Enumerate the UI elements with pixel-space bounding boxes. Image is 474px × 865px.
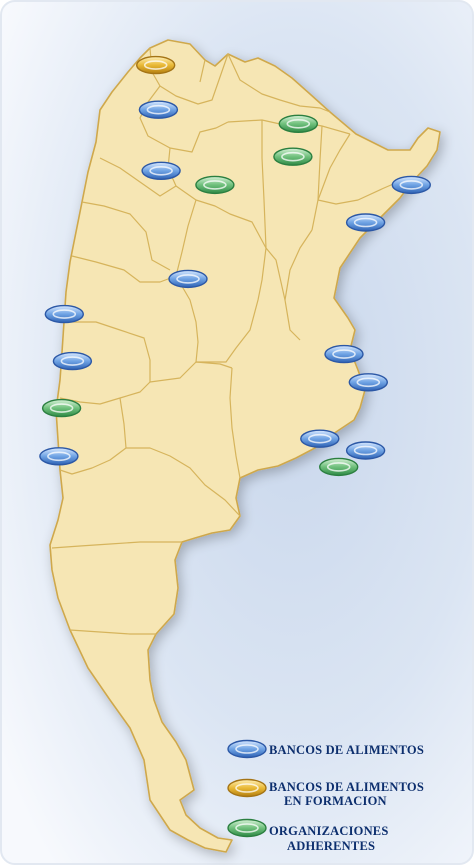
marker-highlight [203, 180, 227, 190]
marker-ellipse [135, 55, 176, 75]
map-marker-banco [345, 213, 386, 232]
marker-highlight [146, 104, 171, 115]
map-marker-banco [348, 373, 388, 392]
map-marker-formacion [135, 55, 176, 75]
map-marker-banco [39, 447, 79, 466]
legend-item-adherentes: ORGANIZACIONES ADHERENTES [227, 818, 389, 853]
legend-label-adherentes-1: ORGANIZACIONES [269, 824, 389, 838]
marker-ellipse [41, 398, 82, 418]
legend-label-bancos: BANCOS DE ALIMENTOS [269, 743, 424, 757]
marker-ellipse [141, 161, 181, 181]
marker-ellipse [348, 373, 388, 392]
marker-highlight [149, 166, 173, 176]
legend-label-formacion-2: EN FORMACION [284, 794, 387, 808]
map-marker-adherente [195, 175, 235, 195]
map-marker-adherente [41, 398, 82, 418]
map-marker-adherente [273, 147, 313, 166]
legend-item-bancos: BANCOS DE ALIMENTOS [227, 739, 424, 759]
map-marker-banco [52, 351, 93, 371]
legend-label-formacion-1: BANCOS DE ALIMENTOS [269, 780, 424, 794]
map-marker-adherente [319, 457, 359, 477]
marker-highlight [399, 180, 424, 190]
marker-highlight [356, 377, 381, 388]
marker-ellipse [319, 457, 359, 477]
marker-ellipse [39, 447, 79, 466]
legend-marker-adherente [227, 818, 267, 838]
legend-label-adherentes-2: ADHERENTES [287, 839, 375, 853]
map-marker-banco [141, 161, 181, 181]
map-marker-banco [391, 175, 431, 195]
marker-ellipse [391, 175, 431, 195]
legend-marker-formacion [227, 778, 267, 798]
markers-layer [39, 55, 431, 477]
marker-highlight [332, 349, 356, 359]
map-marker-adherente [278, 114, 318, 134]
marker-highlight [49, 403, 74, 413]
marker-ellipse [324, 344, 364, 364]
marker-highlight [286, 119, 311, 129]
marker-ellipse [345, 213, 386, 232]
map-marker-banco [44, 304, 85, 324]
marker-highlight [353, 445, 378, 456]
marker-ellipse [273, 147, 313, 166]
marker-highlight [176, 274, 200, 284]
marker-ellipse [44, 304, 85, 324]
map-marker-banco [168, 269, 208, 289]
marker-ellipse [195, 175, 235, 195]
marker-highlight [326, 462, 351, 472]
marker-highlight [143, 60, 168, 70]
marker-ellipse [52, 351, 93, 371]
map-marker-banco [324, 344, 364, 364]
marker-ellipse [300, 429, 340, 448]
marker-ellipse [168, 269, 208, 289]
legend-item-formacion: BANCOS DE ALIMENTOS EN FORMACION [227, 778, 424, 808]
legend-marker-banco [227, 739, 267, 759]
marker-highlight [52, 309, 77, 319]
map-marker-banco [138, 100, 179, 119]
province-borders [51, 47, 399, 635]
marker-highlight [353, 217, 378, 228]
marker-highlight [60, 356, 85, 366]
map-marker-banco [345, 441, 386, 460]
marker-highlight [47, 451, 71, 462]
marker-ellipse [138, 100, 179, 119]
marker-ellipse [345, 441, 386, 460]
marker-ellipse [278, 114, 318, 134]
marker-highlight [281, 151, 305, 162]
legend: BANCOS DE ALIMENTOS BANCOS DE ALIMENTOS … [227, 739, 424, 853]
marker-highlight [307, 433, 332, 444]
map-marker-banco [300, 429, 340, 448]
